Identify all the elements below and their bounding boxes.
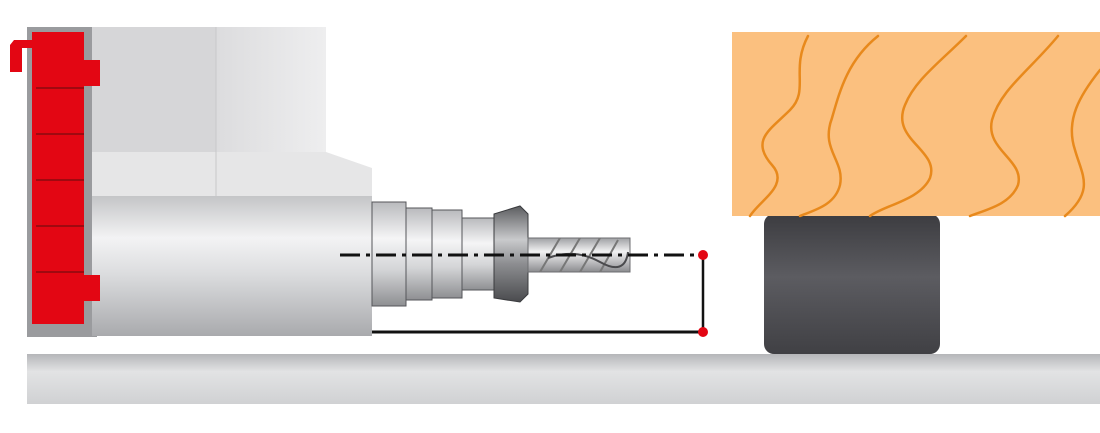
wood-workpiece <box>732 32 1100 218</box>
machine-bed <box>27 354 1100 404</box>
support-block <box>764 214 940 354</box>
reference-markers <box>372 250 708 337</box>
spindle-housing <box>92 196 372 336</box>
red-guard <box>10 32 100 324</box>
drill-bit <box>527 237 631 273</box>
